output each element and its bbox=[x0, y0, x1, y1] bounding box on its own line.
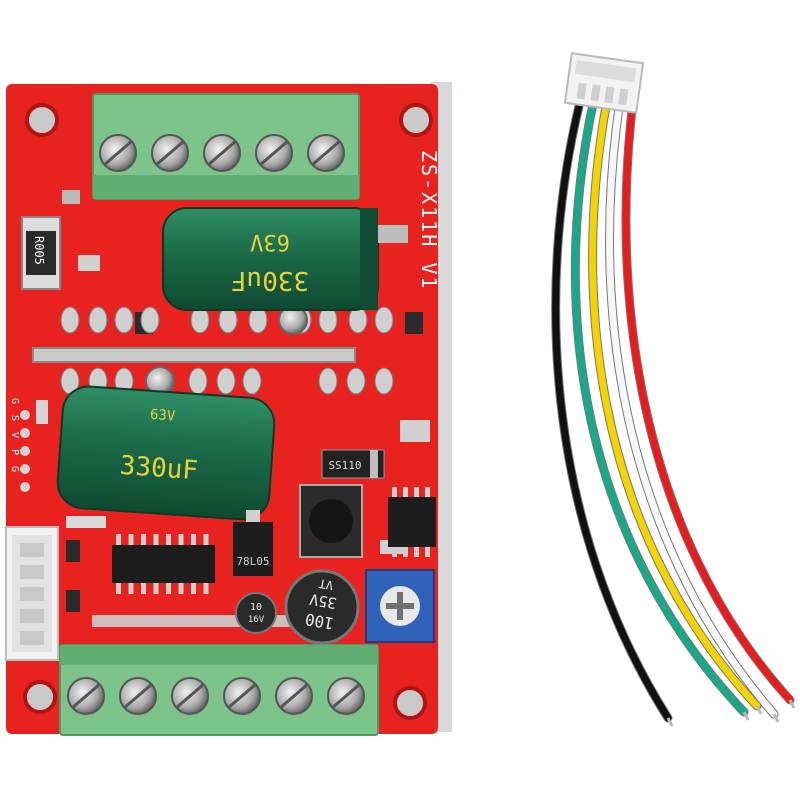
upper-cap-value: 330uF bbox=[231, 265, 309, 295]
pin-labels: G S V P G bbox=[9, 398, 20, 472]
resistor-label: R005 bbox=[32, 236, 46, 265]
terminal-screw bbox=[119, 677, 157, 715]
solder-pad bbox=[346, 367, 366, 395]
small-capacitor: 100 35V VT bbox=[284, 569, 360, 645]
pin-label: G bbox=[9, 466, 20, 472]
terminal-screw bbox=[307, 134, 345, 172]
diode-label: SS110 bbox=[328, 459, 361, 472]
regulator: 78L05 bbox=[233, 510, 273, 576]
terminal-screw bbox=[255, 134, 293, 172]
upper-cap-voltage: 63V bbox=[250, 229, 290, 254]
tiny-capacitor: 10 16V bbox=[235, 592, 277, 634]
terminal-screw bbox=[171, 677, 209, 715]
terminal-screw bbox=[327, 677, 365, 715]
terminal-screw bbox=[99, 134, 137, 172]
cable-wire bbox=[589, 102, 761, 710]
ic-main bbox=[112, 534, 215, 594]
lower-cap-voltage: 63V bbox=[149, 407, 176, 425]
cable-wire bbox=[571, 100, 748, 716]
solder-pad bbox=[318, 367, 338, 395]
terminal-screw bbox=[223, 677, 261, 715]
solder-pad bbox=[88, 306, 108, 334]
solder-pad bbox=[374, 306, 394, 334]
small-cap-tag: VT bbox=[318, 576, 335, 592]
solder-pad bbox=[242, 367, 262, 395]
solder-pad bbox=[114, 306, 134, 334]
wire-tip bbox=[772, 713, 780, 723]
wire-tip bbox=[742, 711, 750, 721]
heatsink-bar bbox=[32, 347, 356, 363]
signal-connector bbox=[5, 526, 59, 661]
regulator-label: 78L05 bbox=[236, 555, 269, 568]
board-model-label: ZS-X11H V1 bbox=[417, 150, 441, 290]
upper-capacitor: 63V 330uF bbox=[162, 207, 408, 311]
cable-wire bbox=[552, 98, 672, 722]
cable-wire bbox=[622, 106, 794, 704]
pin-label: P bbox=[9, 449, 20, 455]
mounting-holes bbox=[23, 103, 433, 720]
pin-label: V bbox=[9, 432, 20, 438]
solder-pad bbox=[140, 306, 160, 334]
bottom-terminal-block bbox=[59, 644, 379, 736]
cable-wire bbox=[606, 104, 778, 718]
lower-cap-value: 330uF bbox=[119, 451, 199, 486]
shunt-resistor: R005 bbox=[21, 216, 61, 290]
wire-tip bbox=[666, 717, 674, 727]
wire-tip bbox=[755, 705, 763, 715]
solder-pad bbox=[60, 306, 80, 334]
diode: SS110 bbox=[321, 449, 385, 479]
tiny-cap-voltage: 16V bbox=[248, 615, 265, 625]
lower-capacitor: 330uF 63V bbox=[56, 385, 276, 521]
terminal-screw bbox=[67, 677, 105, 715]
potentiometer bbox=[365, 569, 435, 643]
terminal-screw bbox=[203, 134, 241, 172]
top-terminal-block bbox=[92, 93, 360, 200]
ic-right bbox=[388, 487, 436, 557]
cable-connector bbox=[563, 52, 645, 114]
solder-pad bbox=[216, 367, 236, 395]
terminal-screw bbox=[275, 677, 313, 715]
inductor bbox=[299, 484, 363, 558]
wire-tip bbox=[788, 699, 796, 709]
edge-pads bbox=[20, 400, 48, 492]
tiny-cap-value: 10 bbox=[250, 602, 262, 613]
solder-pad bbox=[374, 367, 394, 395]
motor-controller-board: R005 G S V P G bbox=[5, 82, 452, 736]
terminal-screw bbox=[151, 134, 189, 172]
small-cap-value: 100 bbox=[304, 609, 336, 633]
pin-label: S bbox=[9, 415, 20, 421]
small-cap-voltage: 35V bbox=[308, 590, 338, 612]
solder-pad bbox=[188, 367, 208, 395]
connector-cable bbox=[551, 52, 796, 727]
pin-label: G bbox=[9, 398, 20, 404]
